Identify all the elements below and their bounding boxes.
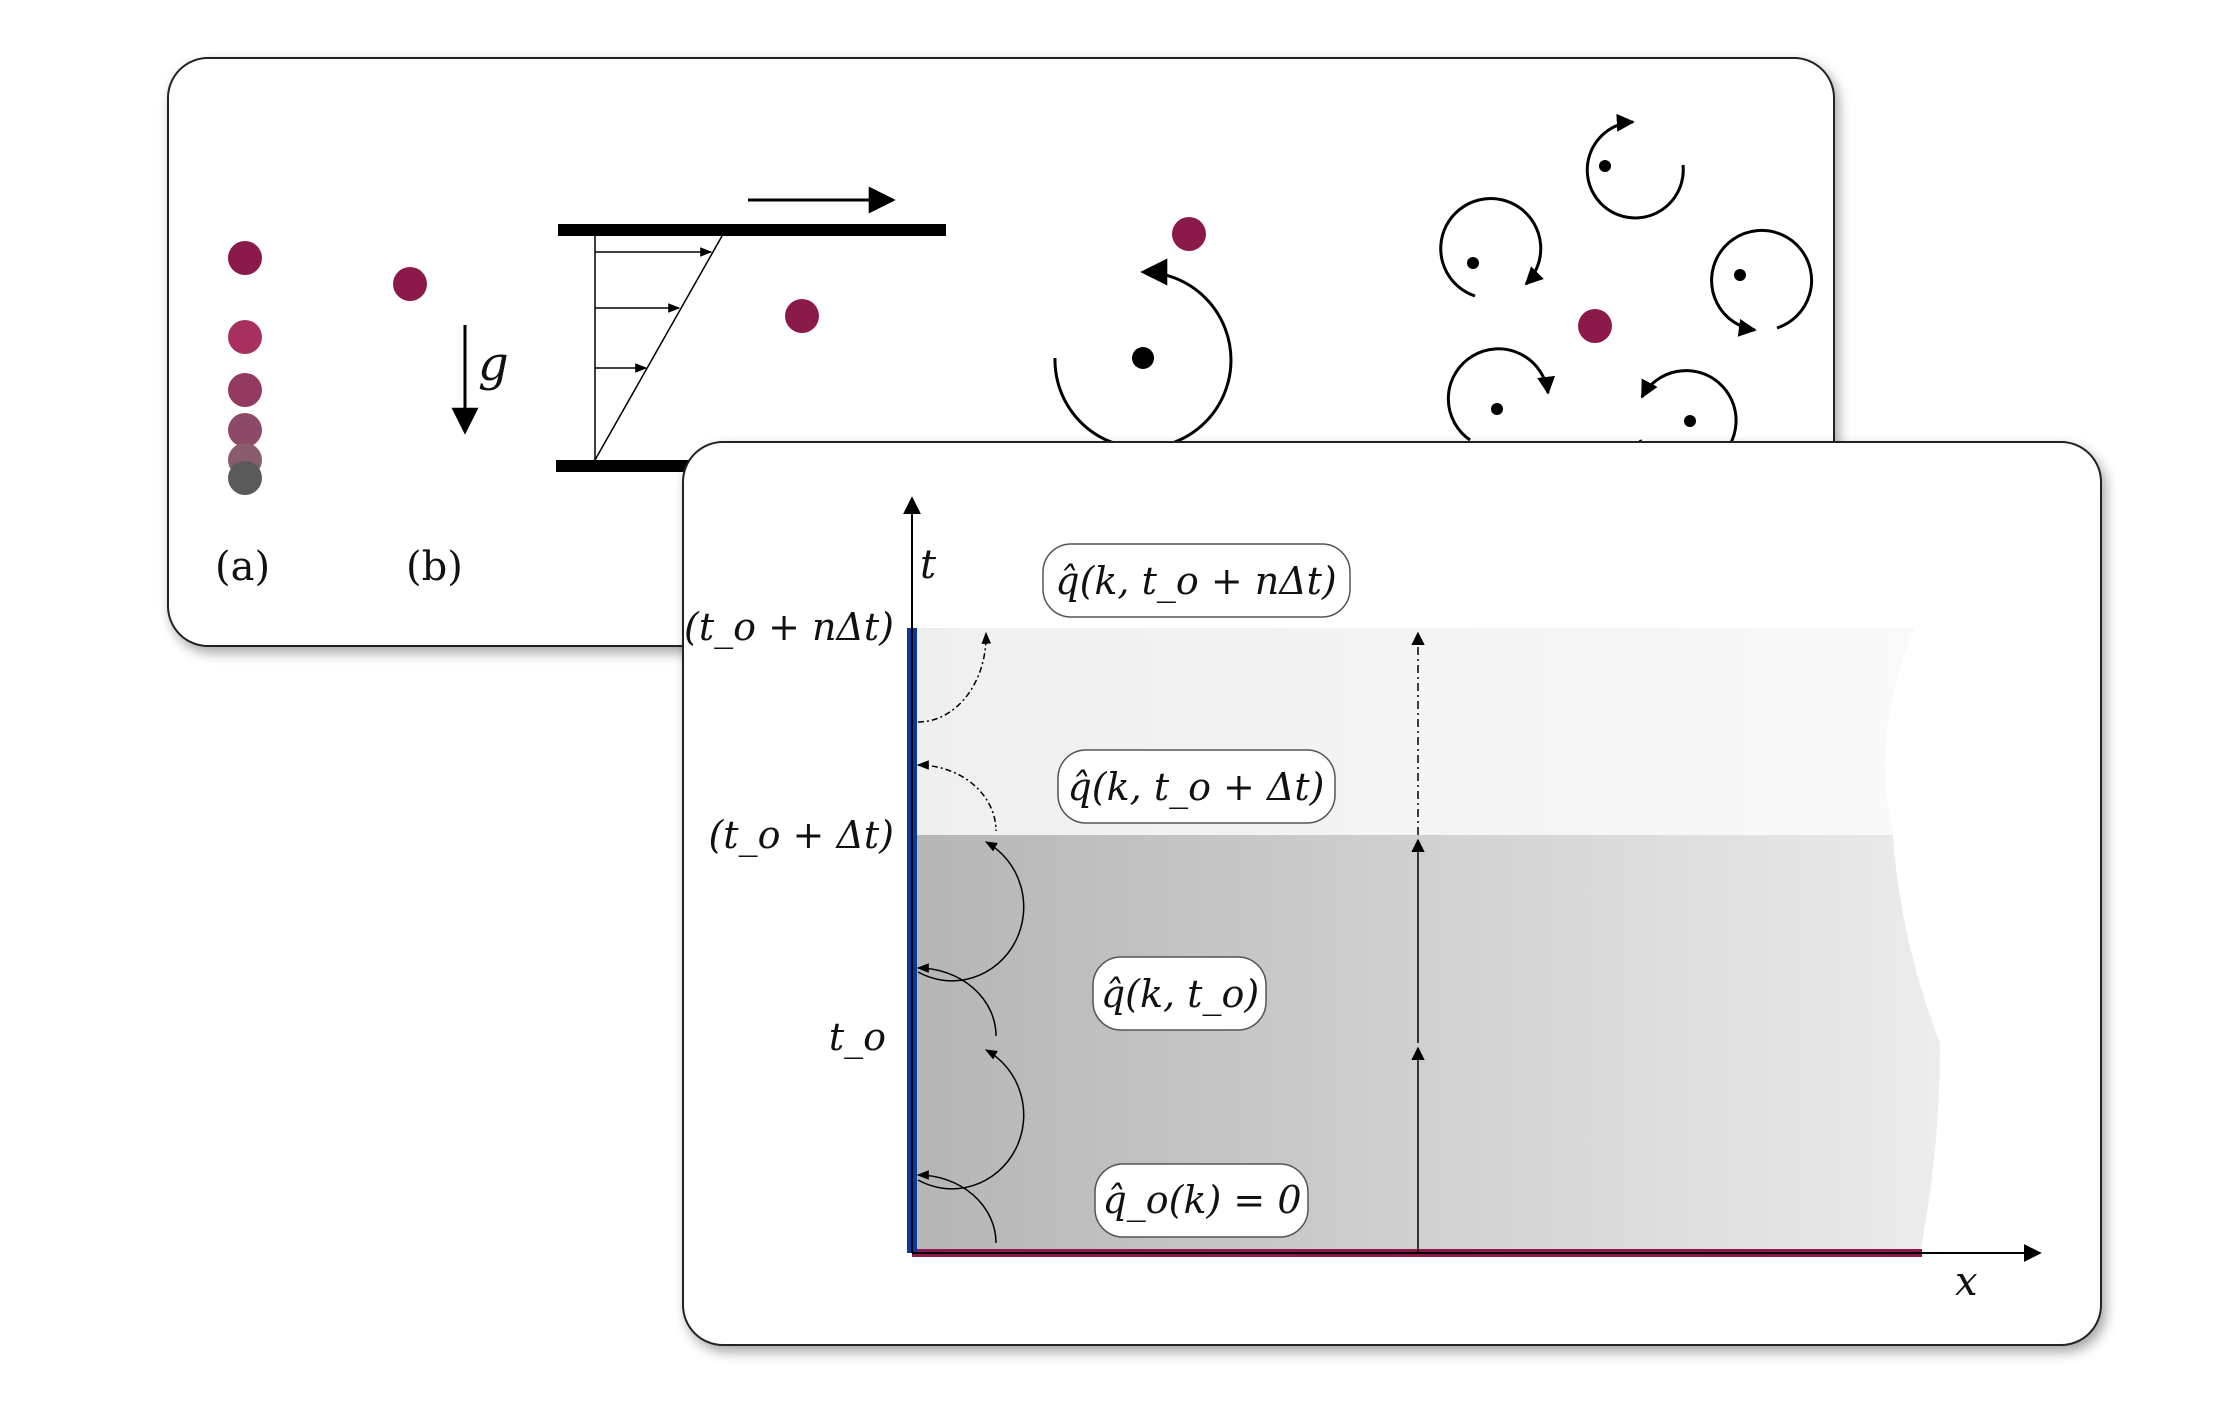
vortex-cluster [1439,113,1814,473]
state-label-init-box: q̂_o(k) = 0 [1094,1163,1309,1238]
gravity-label: g [478,336,509,392]
vortex-particle [1172,217,1206,251]
cluster-particle [1578,309,1612,343]
time-label-1: (t_o + Δt) [708,813,894,858]
time-label-n: (t_o + nΔt) [684,605,894,650]
region-1 [912,835,1940,1043]
gravity-particle [393,267,427,301]
x-axis-label: x [1955,1259,1978,1305]
state-label-n-box: q̂(k, t_o + nΔt) [1042,543,1351,618]
t-axis-label: t [920,542,937,588]
state-label-n: q̂(k, t_o + nΔt) [1055,559,1337,604]
state-label-0-box: q̂(k, t_o) [1092,956,1267,1031]
feedback-arcs [916,631,1025,1244]
time-label-0: t_o [829,1015,886,1060]
label-a: (a) [215,544,270,590]
state-label-init: q̂_o(k) = 0 [1102,1178,1301,1223]
front-panel: x t (t_o + nΔt) (t_o + Δt) t_o q̂(k, t_o… [682,441,2102,1346]
region-0 [912,1043,1940,1253]
label-b: (b) [406,544,463,590]
state-label-1-box: q̂(k, t_o + Δt) [1057,749,1336,824]
settling-particles [228,241,262,495]
shear-flow [556,186,946,472]
vortex [1053,258,1233,450]
state-label-0: q̂(k, t_o) [1101,972,1259,1017]
shear-particle [785,299,819,333]
state-label-1: q̂(k, t_o + Δt) [1067,765,1324,810]
